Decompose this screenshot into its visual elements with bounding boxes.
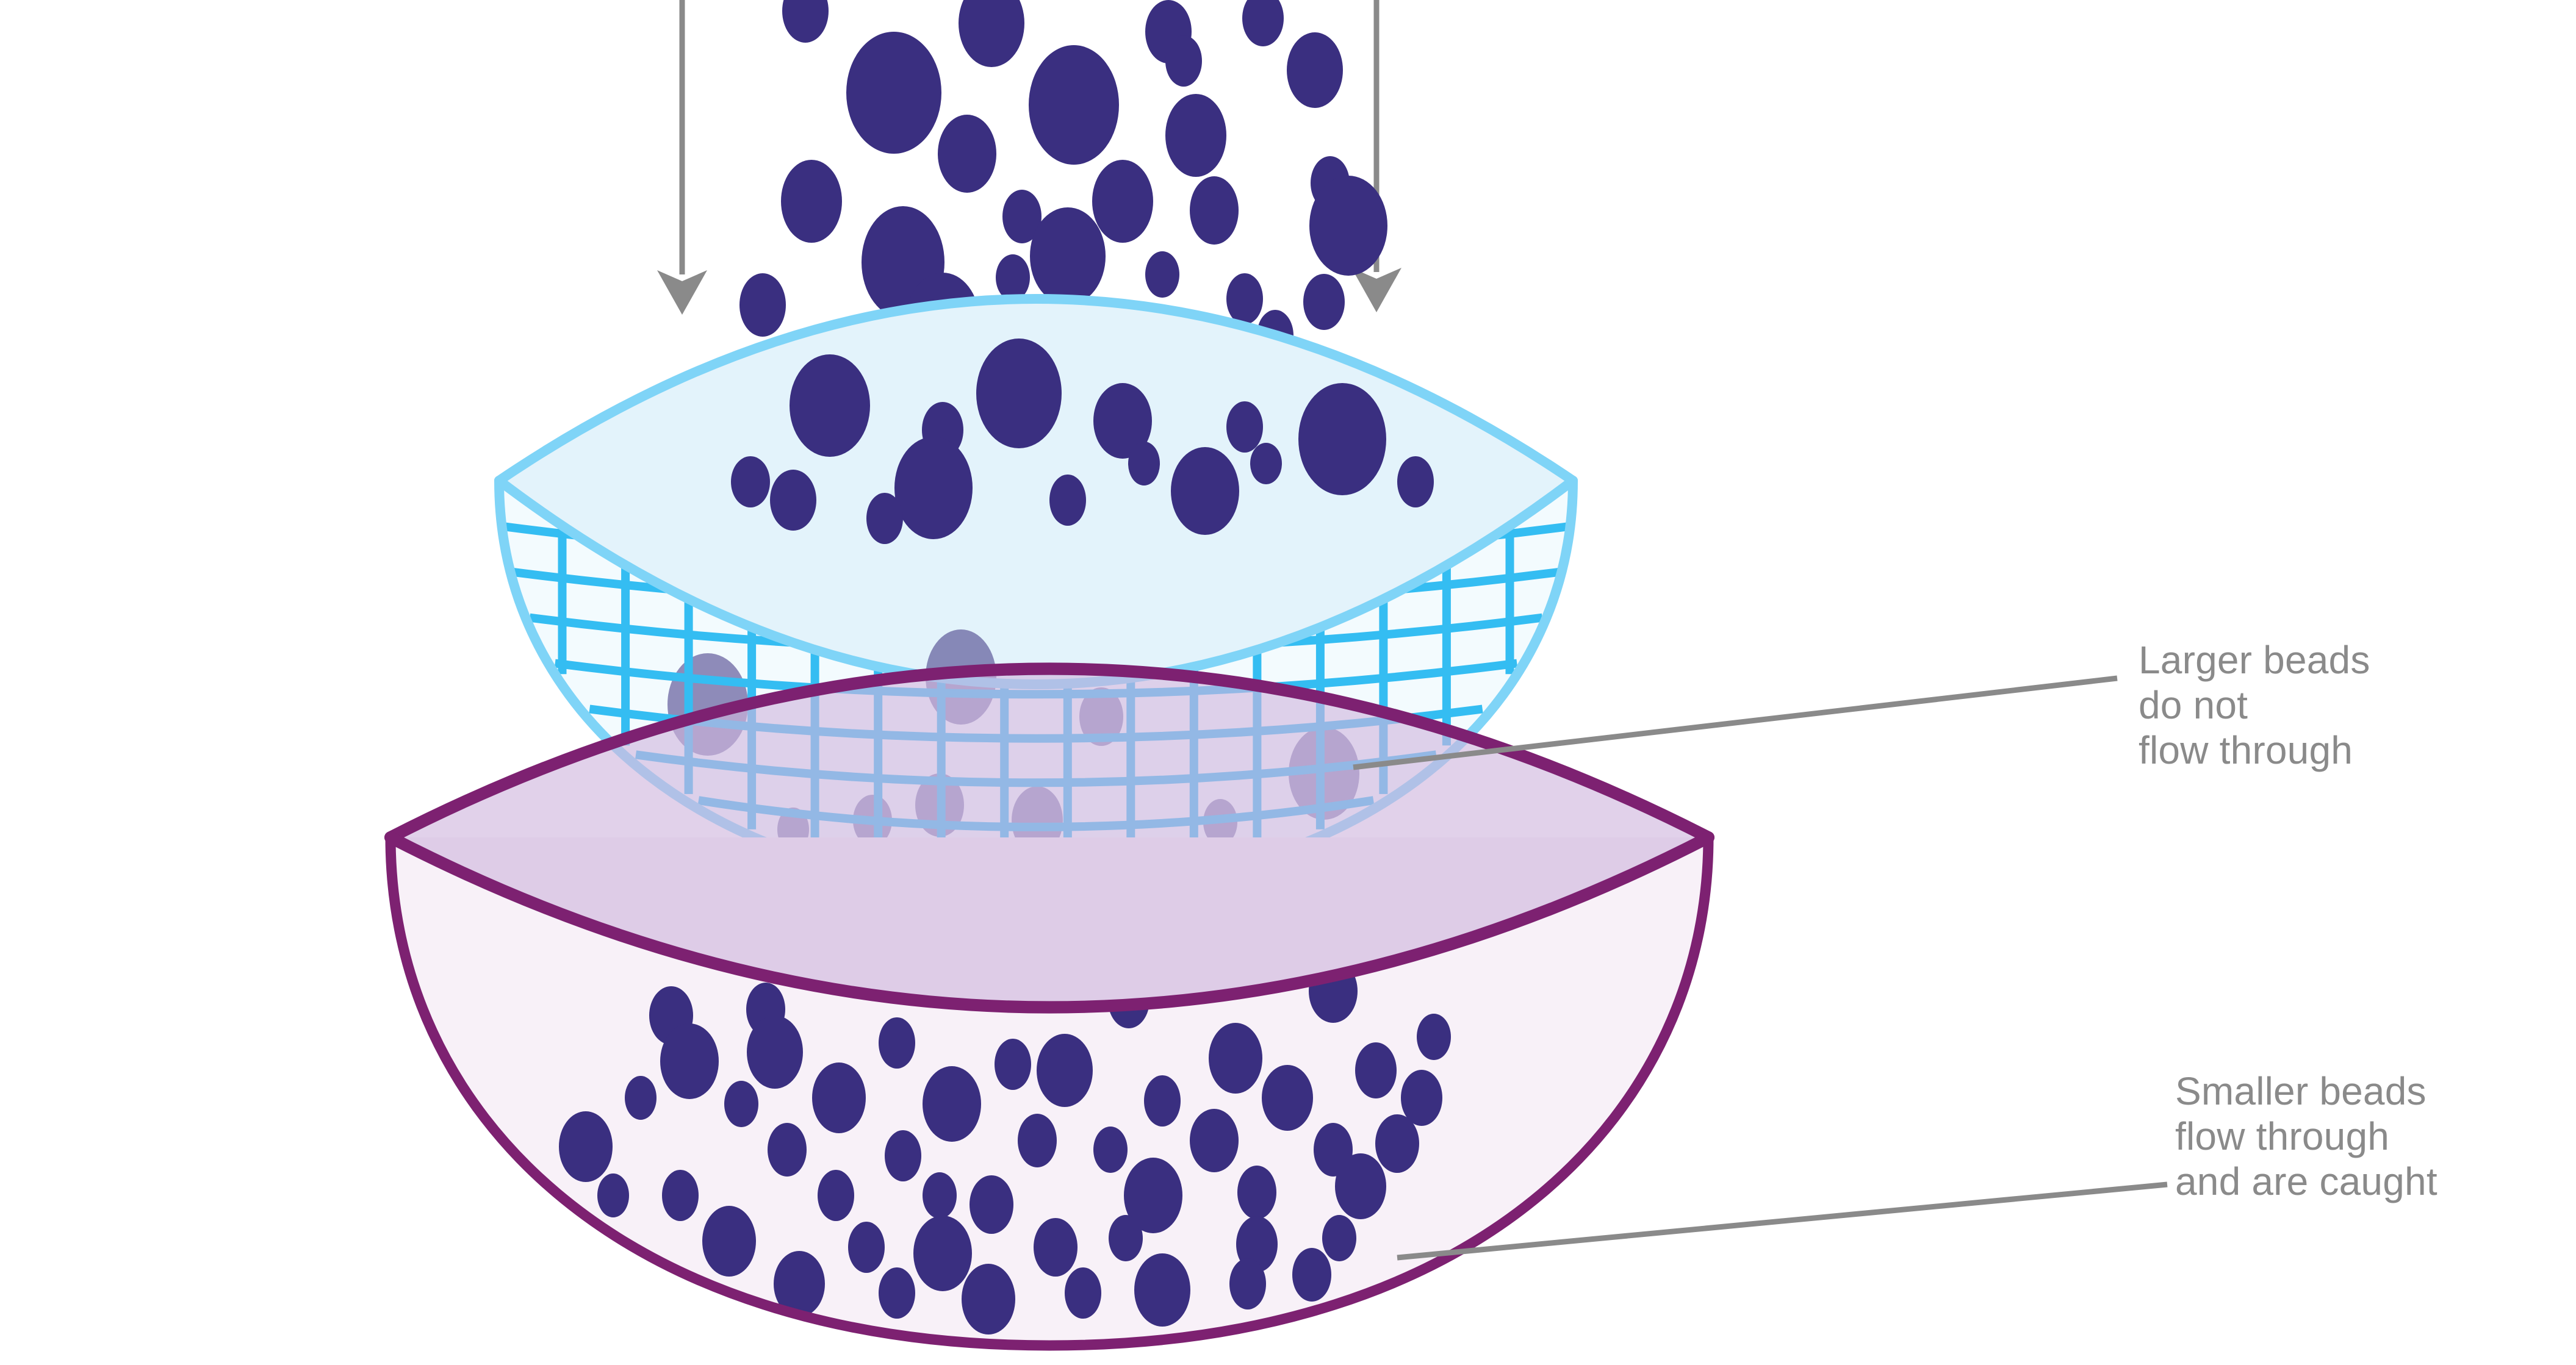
bead-falling (1242, 0, 1284, 46)
bead-falling (1165, 35, 1202, 87)
collection-bowl-front-rim (384, 831, 1714, 1014)
bead-falling (1002, 190, 1042, 243)
bead-on-mesh (1298, 383, 1386, 495)
bead-caught (1355, 1042, 1397, 1098)
bead-on-mesh (1128, 442, 1160, 485)
bead-falling (938, 115, 996, 193)
bead-on-mesh (731, 456, 770, 507)
bead-falling (1092, 160, 1153, 243)
bead-caught (1144, 1075, 1181, 1127)
bead-on-mesh (1250, 443, 1282, 484)
arrow-head-icon (657, 270, 707, 315)
bead-falling (1303, 274, 1345, 330)
bead-falling (1309, 176, 1387, 276)
bead-caught (1417, 1014, 1451, 1060)
bead-caught (962, 1264, 1015, 1335)
bead-caught (559, 1111, 613, 1182)
bead-on-mesh (1226, 401, 1263, 453)
bead-caught (1322, 1215, 1356, 1261)
mesh-bowl-lens-fill (499, 299, 1573, 684)
bead-on-mesh (866, 493, 903, 544)
bead-caught (597, 1173, 629, 1217)
bead-falling (1287, 32, 1343, 108)
bead-caught (1124, 1158, 1182, 1233)
flow-arrow-left (657, 0, 707, 315)
bead-caught (1335, 1153, 1386, 1219)
bead-caught (1292, 1248, 1331, 1302)
bead-caught (662, 1170, 699, 1221)
bead-falling (1226, 273, 1263, 324)
bead-falling (782, 0, 829, 43)
bead-on-mesh (770, 470, 816, 531)
bead-caught (625, 1076, 657, 1120)
bead-on-mesh (1397, 456, 1434, 507)
bead-on-mesh (1093, 383, 1152, 459)
bead-on-mesh (1049, 475, 1086, 526)
bead-caught (1190, 1109, 1239, 1172)
bead-caught (913, 1216, 972, 1291)
bead-falling (739, 273, 786, 337)
bead-on-mesh (1171, 447, 1239, 535)
bead-caught (1134, 1253, 1190, 1327)
bead-falling (1145, 251, 1179, 298)
collection-bowl-lens-fill (390, 668, 1708, 1008)
bead-on-mesh (790, 354, 870, 457)
bead-caught (774, 1251, 825, 1317)
bead-on-mesh (894, 437, 973, 539)
arrow-head-icon (1351, 268, 1401, 312)
bead-caught (1236, 1216, 1278, 1272)
bead-caught (1018, 1114, 1057, 1167)
bead-caught (812, 1062, 866, 1133)
leader-line-smaller-beads (1397, 1181, 2168, 1261)
bead-caught (1375, 1114, 1419, 1173)
flow-arrows-group (657, 0, 1401, 315)
mesh-bowl-back-rim (494, 294, 1578, 485)
lens-beads-group (731, 339, 1434, 544)
callout-larger-beads: Larger beads do not flow through (2139, 638, 2370, 772)
bead-caught (818, 1170, 854, 1221)
bead-falling (959, 0, 1024, 67)
bead-caught (885, 1130, 921, 1181)
bead-falling (781, 160, 842, 243)
bead-on-mesh (976, 339, 1062, 448)
bead-caught (1229, 1258, 1266, 1309)
bead-falling (1030, 207, 1106, 305)
bead-falling (1165, 94, 1226, 177)
bead-falling (1029, 45, 1119, 165)
bead-caught (1109, 1215, 1143, 1261)
collection-bowl (384, 662, 1714, 1351)
bead-caught (923, 1172, 957, 1219)
bead-caught (724, 1081, 758, 1127)
leader-line-larger-beads (1353, 675, 2118, 770)
bead-caught (768, 1123, 807, 1177)
bead-caught (879, 1267, 915, 1319)
bead-caught (879, 1017, 915, 1069)
bead-caught (1262, 1065, 1313, 1131)
bead-falling (996, 254, 1030, 301)
collection-bowl-outline (385, 832, 1714, 1351)
callout-smaller-beads: Smaller beads flow through and are caugh… (2175, 1069, 2437, 1203)
bead-caught (995, 1039, 1031, 1090)
bead-caught (1401, 1070, 1442, 1126)
bead-caught (923, 1066, 981, 1142)
bead-falling (846, 32, 941, 154)
bead-caught (1037, 1034, 1093, 1107)
bead-caught (1034, 1218, 1078, 1277)
bead-caught (848, 1222, 885, 1273)
bead-caught (747, 1016, 803, 1089)
bead-caught (702, 1206, 756, 1277)
bead-caught (1065, 1267, 1101, 1319)
bead-caught (970, 1175, 1013, 1234)
bead-caught (1093, 1127, 1128, 1173)
bead-caught (1209, 1023, 1262, 1094)
bead-falling (1190, 176, 1239, 245)
bead-caught (1237, 1166, 1276, 1219)
bead-caught (660, 1023, 719, 1099)
